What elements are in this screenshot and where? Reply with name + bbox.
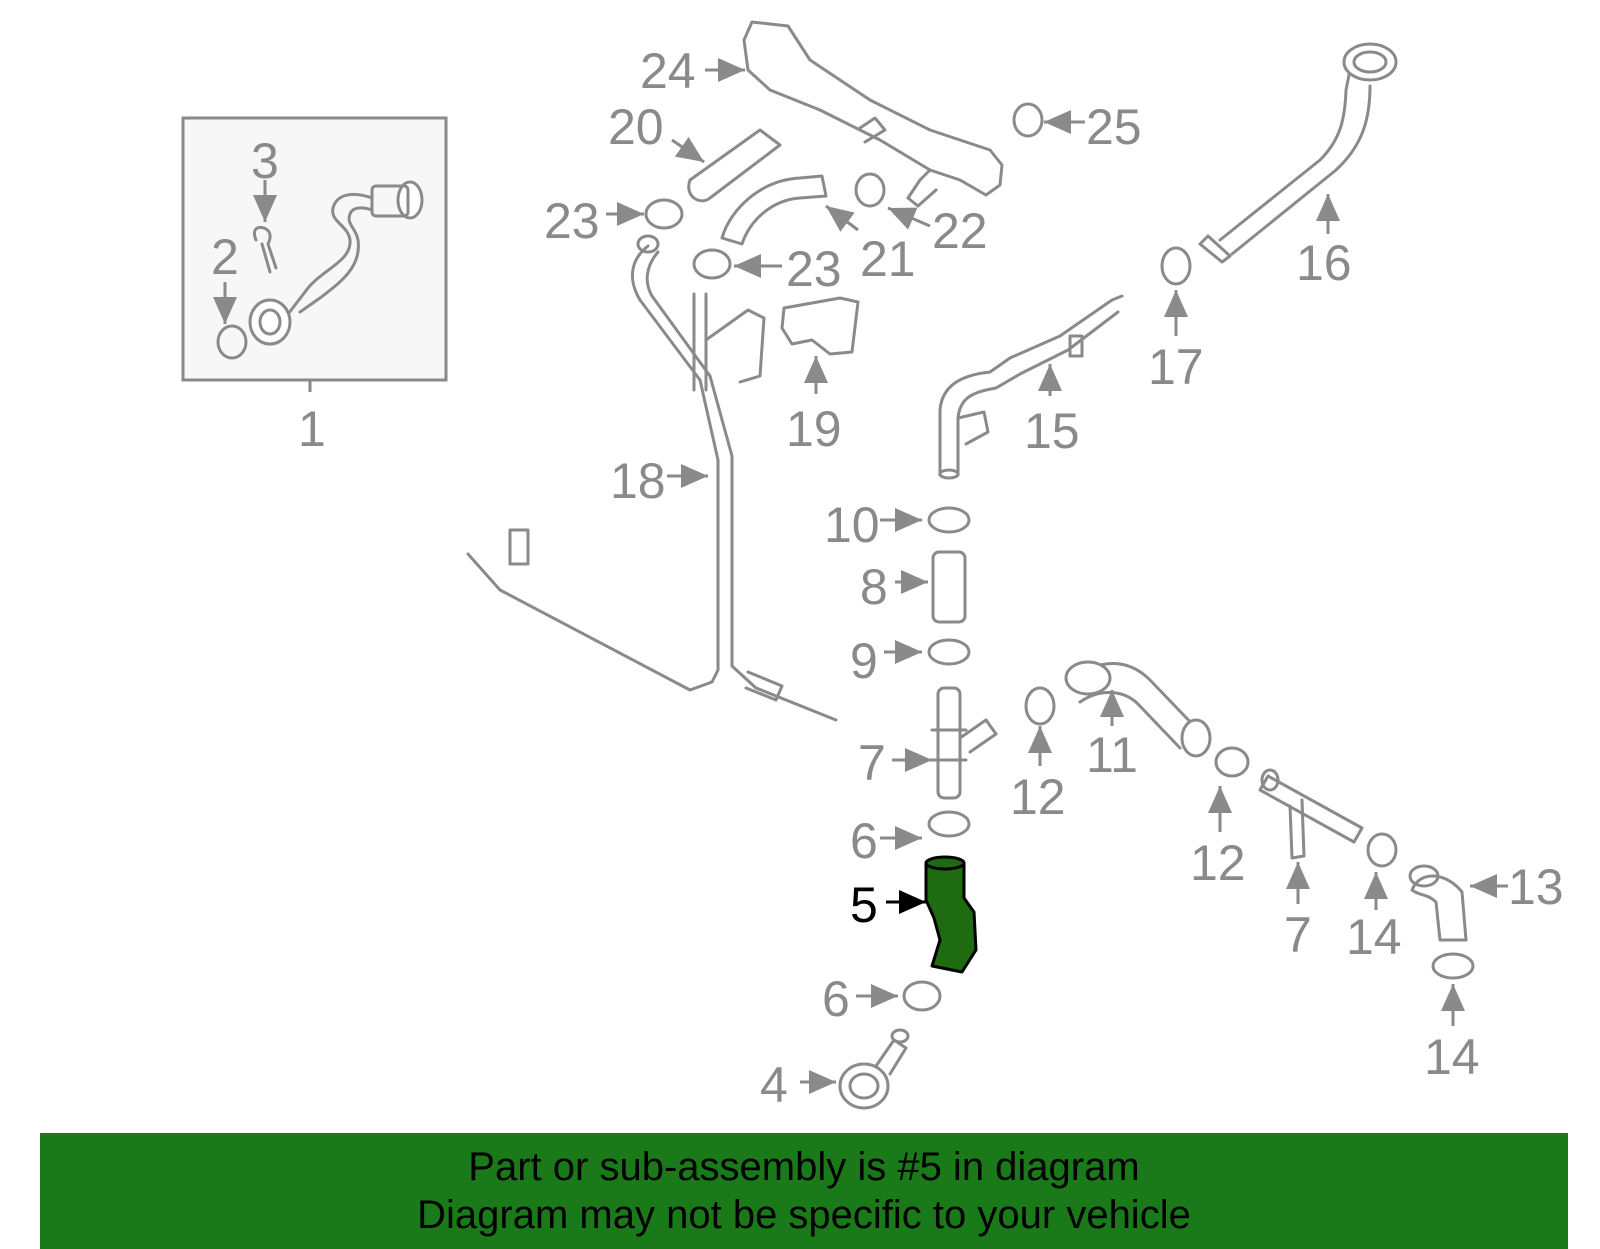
- label-12b: 12: [1190, 835, 1246, 891]
- part-5-hose-highlighted: [924, 855, 978, 974]
- part-1-inset: [181, 116, 448, 392]
- label-15: 15: [1024, 403, 1080, 459]
- parts-12-clamps: [1024, 686, 1250, 778]
- clamps-22-23: [644, 172, 886, 280]
- label-16: 16: [1296, 235, 1352, 291]
- label-4: 4: [760, 1057, 788, 1113]
- label-13: 13: [1508, 859, 1564, 915]
- part-17-clamp: [1160, 246, 1192, 286]
- part-18-pipe: [466, 234, 838, 722]
- part-24-pipe: [742, 20, 1044, 208]
- part-11-hose: [1064, 660, 1212, 758]
- label-1: 1: [298, 401, 326, 457]
- part-15-pipe: [938, 294, 1124, 480]
- label-5: 5: [850, 877, 878, 933]
- label-23a: 23: [544, 193, 600, 249]
- label-21: 21: [860, 231, 916, 287]
- part-21-hose: [720, 174, 828, 246]
- banner-line-2: Diagram may not be specific to your vehi…: [417, 1193, 1191, 1237]
- part-20-hose: [687, 128, 782, 203]
- label-8: 8: [860, 559, 888, 615]
- label-24: 24: [640, 43, 696, 99]
- label-11: 11: [1086, 727, 1138, 783]
- part-19-bracket: [780, 296, 860, 356]
- label-9: 9: [850, 633, 878, 689]
- info-banner: Part or sub-assembly is #5 in diagram Di…: [40, 1133, 1568, 1249]
- label-10: 10: [824, 497, 880, 553]
- label-7a: 7: [858, 735, 886, 791]
- parts-14-clamps: [1366, 832, 1475, 980]
- label-23b: 23: [786, 241, 842, 297]
- label-22: 22: [932, 203, 988, 259]
- label-25: 25: [1086, 99, 1142, 155]
- part-labels: 1 2 3 24 25 20 23 23 21 22 19 16 17 15 1…: [211, 43, 1564, 1113]
- label-2: 2: [211, 229, 239, 285]
- parts-6-clamps: [902, 810, 971, 1012]
- parts-10-8-9: [927, 506, 971, 666]
- label-6a: 6: [850, 813, 878, 869]
- label-12a: 12: [1010, 769, 1066, 825]
- part-7-tee-right: [1258, 768, 1364, 860]
- label-7b: 7: [1284, 907, 1312, 963]
- label-14b: 14: [1424, 1029, 1480, 1085]
- label-17: 17: [1148, 339, 1204, 395]
- label-19: 19: [786, 401, 842, 457]
- leader-arrows: [606, 58, 1508, 1094]
- part-13-hose: [1408, 864, 1468, 942]
- label-3: 3: [251, 133, 279, 189]
- part-4-fitting: [838, 1028, 910, 1110]
- label-14a: 14: [1346, 909, 1402, 965]
- label-18: 18: [610, 453, 666, 509]
- banner-line-1: Part or sub-assembly is #5 in diagram: [468, 1145, 1140, 1189]
- part-7-tee-center: [930, 686, 998, 800]
- label-20: 20: [608, 99, 664, 155]
- part-16-pipe: [1198, 42, 1398, 264]
- label-6b: 6: [822, 971, 850, 1027]
